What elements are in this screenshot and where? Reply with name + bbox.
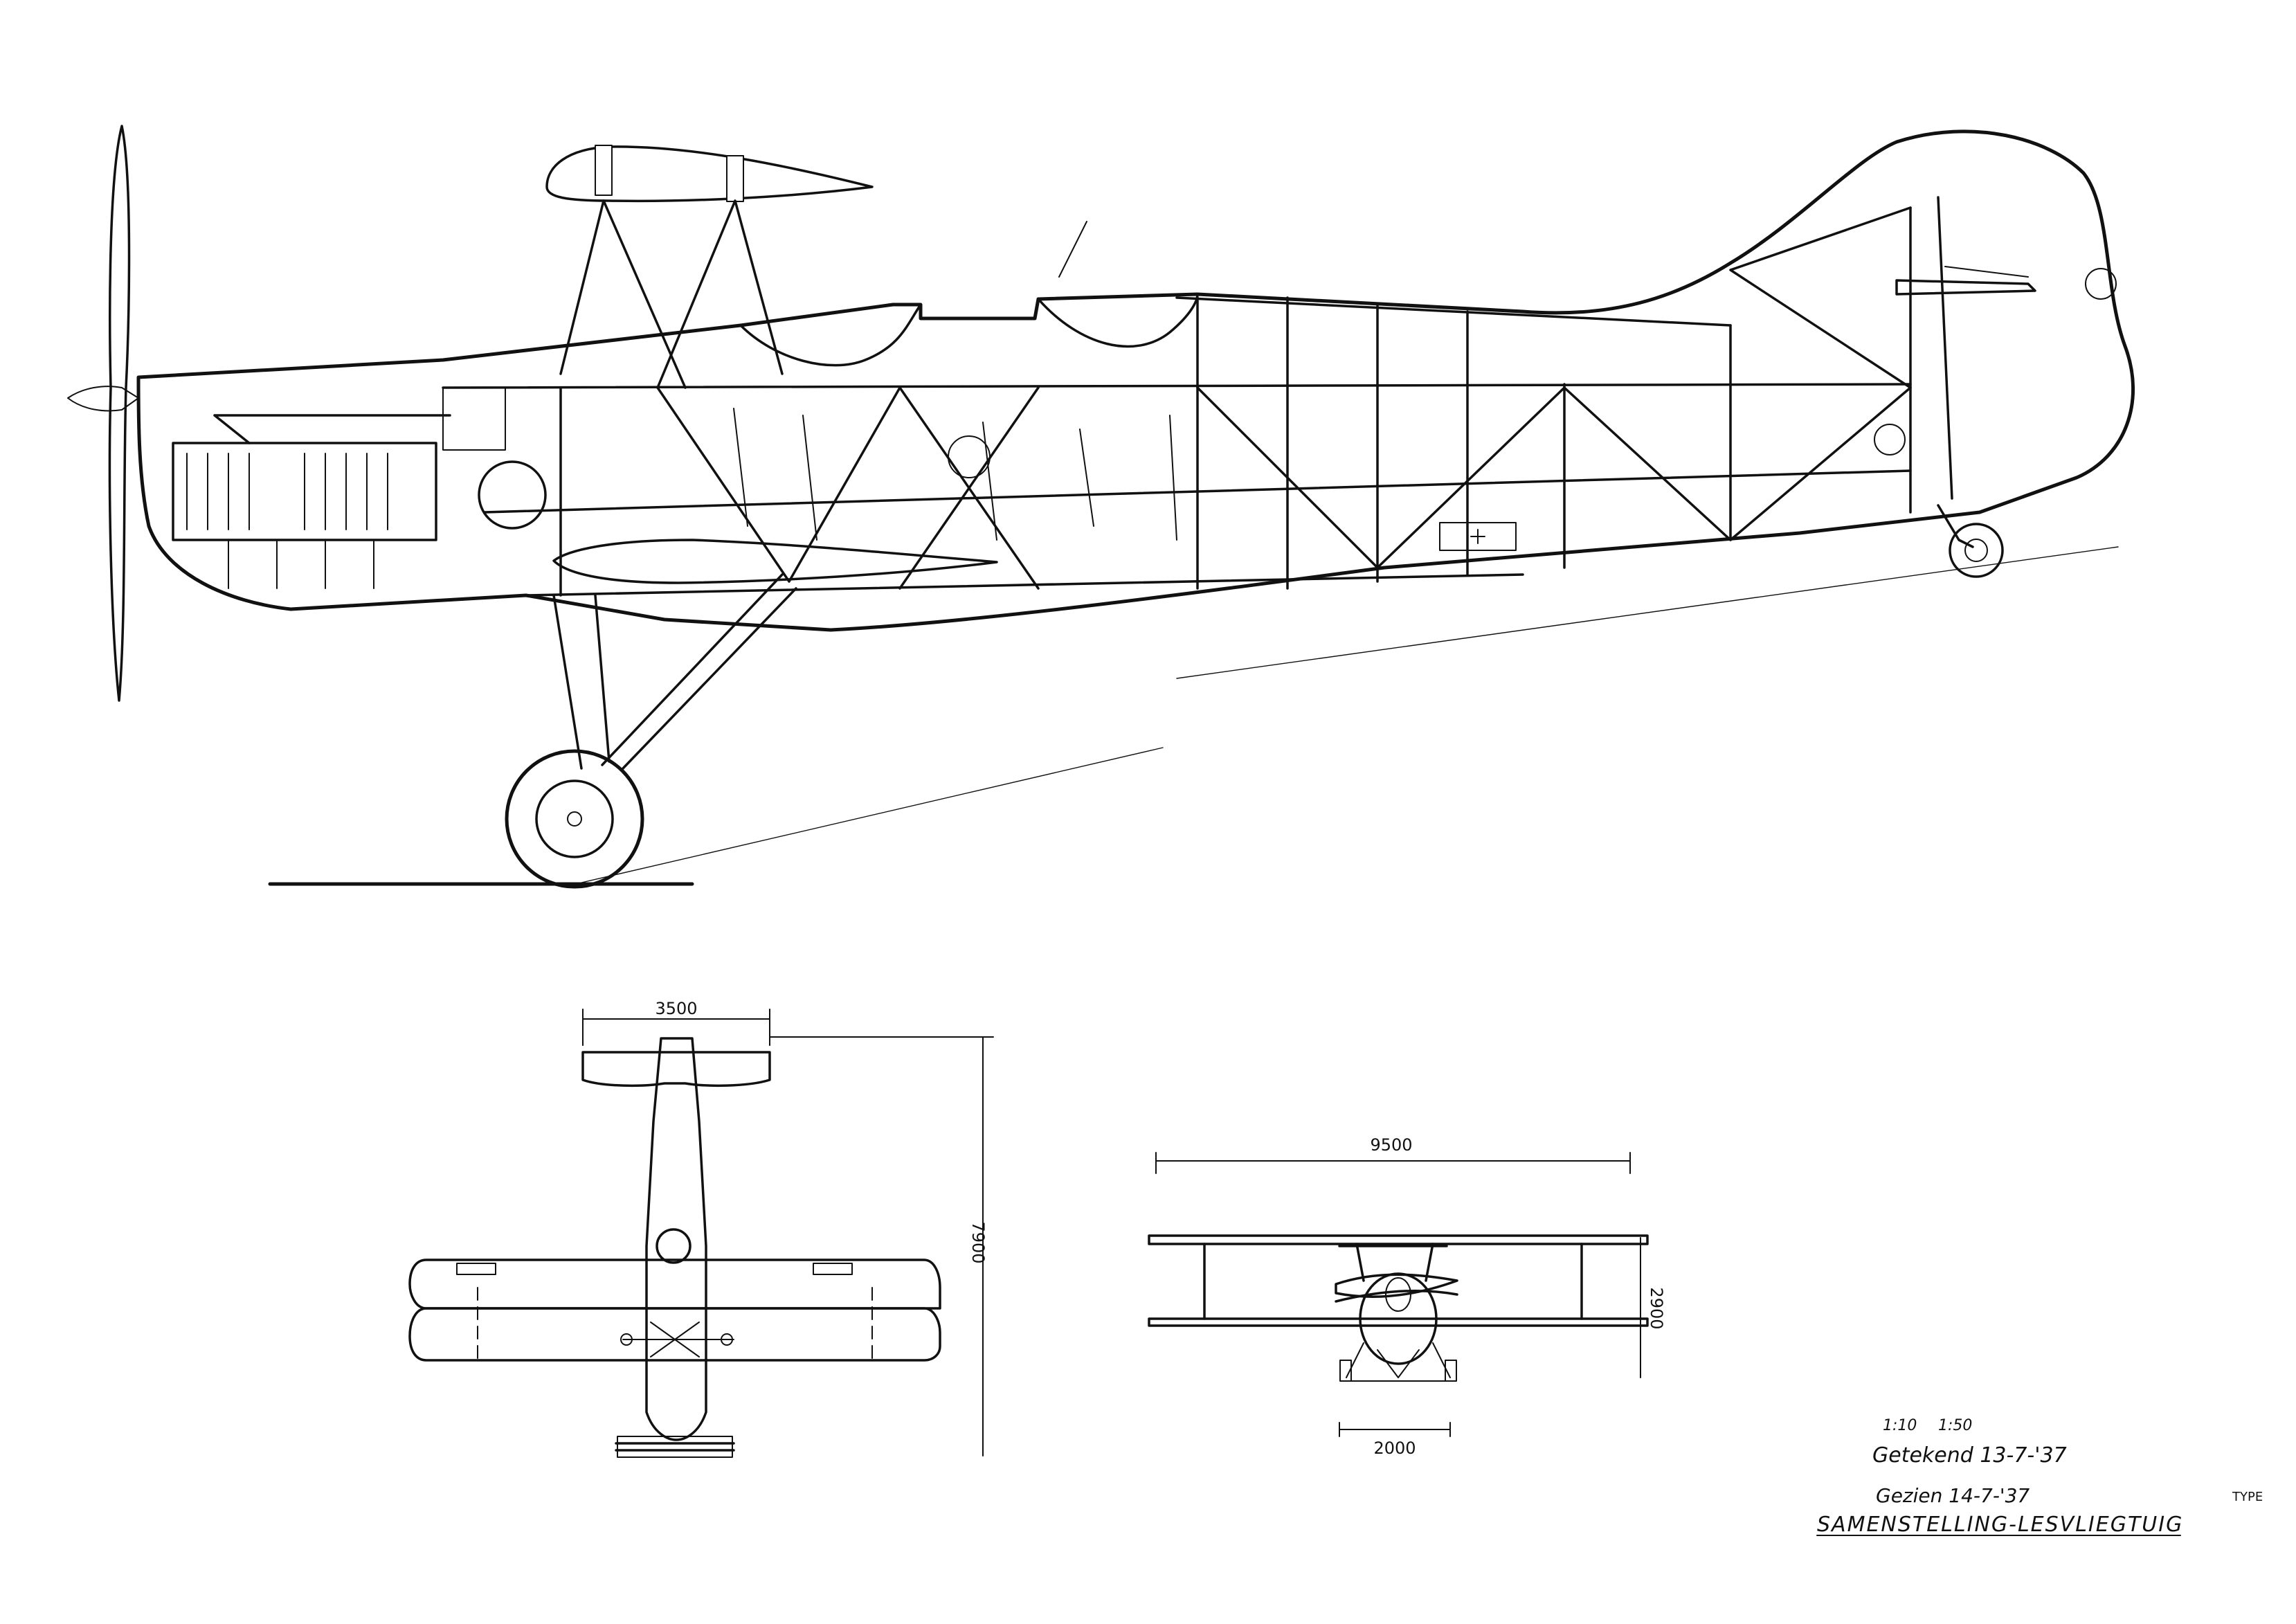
drawing-title: SAMENSTELLING-LESVLIEGTUIG (1817, 1513, 2183, 1537)
tail-ground-line (1176, 546, 2119, 679)
type-label: TYPE (2232, 1490, 2263, 1504)
title-block: 1:10 1:50 Getekend 13-7-'37 Gezien 14-7-… (1816, 1417, 2263, 1537)
engine (172, 387, 547, 589)
height-dimension: 2900 (1647, 1287, 1666, 1329)
wingspan-dimension: 9500 (1370, 1135, 1412, 1155)
front-view: 9500 2900 2000 (1148, 1135, 1666, 1458)
tail-wheel (1937, 504, 2004, 578)
ground-angle-line (581, 747, 1164, 883)
scale-b: 1:50 (1938, 1417, 1972, 1434)
drawn-by-signature: Getekend 13-7-'37 (1872, 1443, 2067, 1468)
scale-a: 1:10 (1883, 1417, 1917, 1434)
lower-wing (552, 539, 998, 584)
upper-wing (545, 145, 874, 389)
main-wheel (505, 749, 644, 889)
cockpit-controls (733, 221, 1906, 551)
track-dimension: 2000 (1373, 1438, 1416, 1458)
main-landing-gear (505, 573, 797, 889)
checked-by-signature: Gezien 14-7-'37 (1876, 1484, 2030, 1507)
side-view (67, 125, 2135, 889)
fuselage-frame (442, 206, 1912, 597)
length-dimension: 7900 (968, 1221, 988, 1263)
tailplane-span-dimension: 3500 (655, 999, 697, 1018)
fuselage (136, 129, 2135, 632)
top-view: 3500 7900 (408, 999, 994, 1458)
propeller (67, 125, 139, 702)
